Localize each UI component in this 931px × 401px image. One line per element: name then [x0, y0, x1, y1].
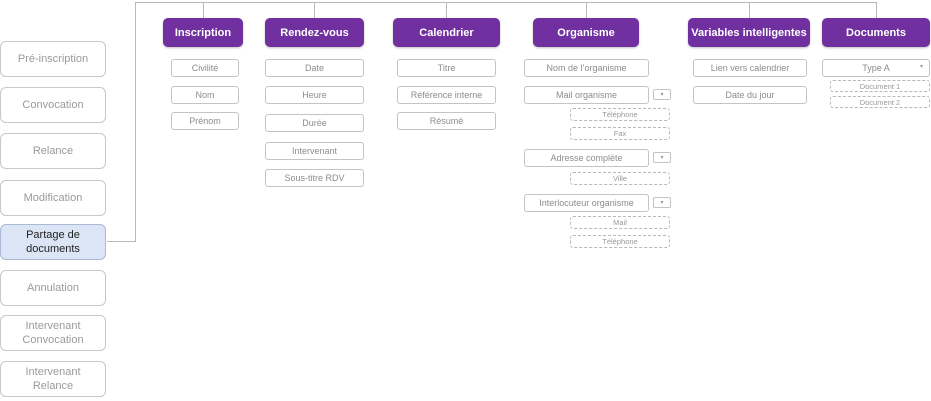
documents-type-select[interactable]: Type A ▾: [822, 59, 930, 77]
sidebar-item-relance[interactable]: Relance: [0, 133, 106, 169]
field-titre[interactable]: Titre: [397, 59, 496, 77]
header-calendrier[interactable]: Calendrier: [393, 18, 500, 47]
field-date[interactable]: Date: [265, 59, 364, 77]
connector-calendrier: [446, 2, 447, 18]
field-civilite[interactable]: Civilité: [171, 59, 239, 77]
header-variables-intelligentes[interactable]: Variables intelligentes: [688, 18, 810, 47]
field-heure[interactable]: Heure: [265, 86, 364, 104]
field-prenom[interactable]: Prénom: [171, 112, 239, 130]
field-date-du-jour[interactable]: Date du jour: [693, 86, 807, 104]
field-interlocuteur-organisme[interactable]: Interlocuteur organisme: [524, 194, 649, 212]
header-inscription[interactable]: Inscription: [163, 18, 243, 47]
field-lien-calendrier[interactable]: Lien vers calendrier: [693, 59, 807, 77]
field-adresse-complete[interactable]: Adresse complète: [524, 149, 649, 167]
field-nom[interactable]: Nom: [171, 86, 239, 104]
connector-root-horizontal: [107, 241, 136, 242]
connector-top-bar: [135, 2, 876, 3]
chevron-down-icon[interactable]: ▾: [653, 197, 671, 208]
header-organisme[interactable]: Organisme: [533, 18, 639, 47]
header-documents[interactable]: Documents: [822, 18, 930, 47]
connector-documents: [876, 2, 877, 18]
sub-ville[interactable]: Ville: [570, 172, 670, 185]
sidebar-item-modification[interactable]: Modification: [0, 180, 106, 216]
sidebar-item-convocation[interactable]: Convocation: [0, 87, 106, 123]
field-mail-organisme[interactable]: Mail organisme: [524, 86, 649, 104]
connector-variables: [749, 2, 750, 18]
field-duree[interactable]: Durée: [265, 114, 364, 132]
connector-rendezvous: [314, 2, 315, 18]
sub-document-1[interactable]: Document 1: [830, 80, 930, 92]
connector-organisme: [586, 2, 587, 18]
connector-inscription: [203, 2, 204, 18]
sub-document-2[interactable]: Document 2: [830, 96, 930, 108]
sidebar-item-intervenant-convocation[interactable]: Intervenant Convocation: [0, 315, 106, 351]
sidebar-item-annulation[interactable]: Annulation: [0, 270, 106, 306]
sub-fax-organisme[interactable]: Fax: [570, 127, 670, 140]
sidebar-item-pre-inscription[interactable]: Pré-inscription: [0, 41, 106, 77]
header-rendezvous[interactable]: Rendez-vous: [265, 18, 364, 47]
field-sous-titre-rdv[interactable]: Sous-titre RDV: [265, 169, 364, 187]
field-resume[interactable]: Résumé: [397, 112, 496, 130]
chevron-down-icon[interactable]: ▾: [653, 89, 671, 100]
field-reference-interne[interactable]: Référence interne: [397, 86, 496, 104]
sub-telephone-interlocuteur[interactable]: Téléphone: [570, 235, 670, 248]
sidebar-item-partage-documents[interactable]: Partage de documents: [0, 224, 106, 260]
field-nom-organisme[interactable]: Nom de l’organisme: [524, 59, 649, 77]
sub-telephone-organisme[interactable]: Téléphone: [570, 108, 670, 121]
chevron-down-icon[interactable]: ▾: [653, 152, 671, 163]
sidebar-item-intervenant-relance[interactable]: Intervenant Relance: [0, 361, 106, 397]
connector-root-vertical: [135, 2, 136, 242]
field-intervenant[interactable]: Intervenant: [265, 142, 364, 160]
chevron-down-icon: ▾: [919, 64, 923, 70]
sub-mail-interlocuteur[interactable]: Mail: [570, 216, 670, 229]
type-select-value: Type A: [862, 63, 890, 73]
